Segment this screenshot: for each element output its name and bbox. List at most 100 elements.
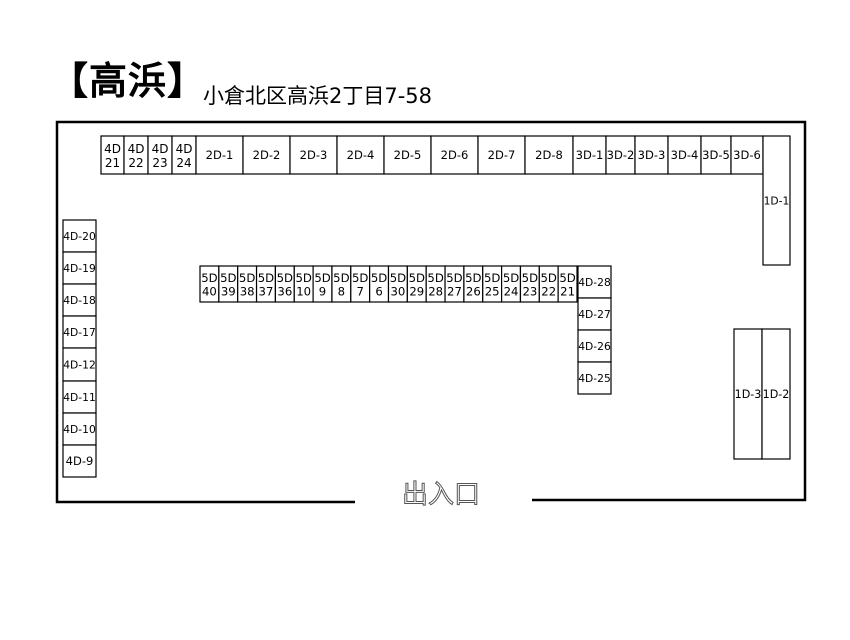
parking-space: 2D-1 — [195, 135, 244, 175]
parking-space: 4D-11 — [62, 380, 97, 414]
parking-space-box — [62, 315, 97, 349]
parking-space-label: 3D-3 — [638, 148, 666, 162]
parking-space: 1D-1 — [762, 135, 791, 266]
parking-space-label: 3D-4 — [671, 148, 699, 162]
parking-space-label: 2D-5 — [394, 148, 422, 162]
parking-space-label: 3D-2 — [607, 148, 635, 162]
parking-space-box — [634, 135, 669, 175]
parking-space: 4D-12 — [62, 347, 97, 382]
parking-space-label: 4D-18 — [63, 294, 96, 307]
parking-space-label: 1D-2 — [763, 388, 790, 401]
parking-space-box — [147, 135, 173, 175]
parking-space: 2D-2 — [242, 135, 291, 175]
parking-space-box — [733, 328, 763, 460]
parking-space: 3D-4 — [667, 135, 702, 175]
parking-space: 2D-3 — [289, 135, 338, 175]
parking-space: 2D-4 — [336, 135, 385, 175]
parking-space-label: 1D-1 — [764, 194, 790, 207]
parking-space-label: 4D-20 — [63, 230, 96, 243]
parking-space-box — [572, 135, 607, 175]
parking-space-label: 4D-17 — [63, 326, 96, 339]
parking-space: 4D-10 — [62, 412, 97, 446]
boundary-wall — [55, 120, 807, 504]
parking-space-box — [577, 297, 612, 331]
parking-space-box — [577, 265, 612, 299]
parking-space: 3D-1 — [572, 135, 607, 175]
parking-space: 3D-6 — [730, 135, 764, 175]
parking-space: 4D-20 — [62, 219, 97, 253]
parking-space-label: 2D-3 — [300, 148, 328, 162]
parking-space: 4D-17 — [62, 315, 97, 349]
parking-space-box — [62, 380, 97, 414]
parking-space-box — [289, 135, 338, 175]
parking-space-box — [730, 135, 764, 175]
parking-space-box — [477, 135, 526, 175]
parking-space-label: 2D-8 — [535, 148, 563, 162]
parking-space-label: 2D-1 — [206, 148, 234, 162]
parking-space: 4D-27 — [577, 297, 612, 331]
parking-space-box — [577, 361, 612, 395]
parking-space-box — [577, 329, 612, 363]
parking-space-label: 4D-25 — [578, 372, 611, 385]
parking-space-label: 4D-10 — [63, 423, 96, 436]
parking-space-label: 4D-12 — [63, 358, 96, 371]
parking-space: 3D-2 — [605, 135, 636, 175]
parking-space: 3D-5 — [700, 135, 732, 175]
parking-space-box — [557, 265, 578, 303]
parking-space: 4D-19 — [62, 251, 97, 285]
parking-space-label: 4D-19 — [63, 262, 96, 275]
parking-space-label: 3D-5 — [702, 148, 730, 162]
parking-space: 1D-2 — [761, 328, 791, 460]
parking-space: 1D-3 — [733, 328, 763, 460]
parking-space-label: 3D-1 — [576, 148, 604, 162]
parking-space-label: 4D-9 — [66, 454, 94, 468]
page-title: 【高浜】 — [50, 59, 207, 103]
entrance-label: 出入口 — [402, 480, 480, 510]
parking-space-label: 2D-6 — [441, 148, 469, 162]
parking-space-label: 2D-4 — [347, 148, 375, 162]
parking-space: 2D-6 — [430, 135, 479, 175]
parking-space-box — [62, 444, 97, 478]
parking-space: 4D-18 — [62, 283, 97, 317]
parking-space-box — [242, 135, 291, 175]
lot-boundary — [55, 120, 807, 504]
parking-space-box — [62, 219, 97, 253]
parking-space-box — [761, 328, 791, 460]
parking-space: 2D-5 — [383, 135, 432, 175]
parking-space-label: 2D-7 — [488, 148, 516, 162]
